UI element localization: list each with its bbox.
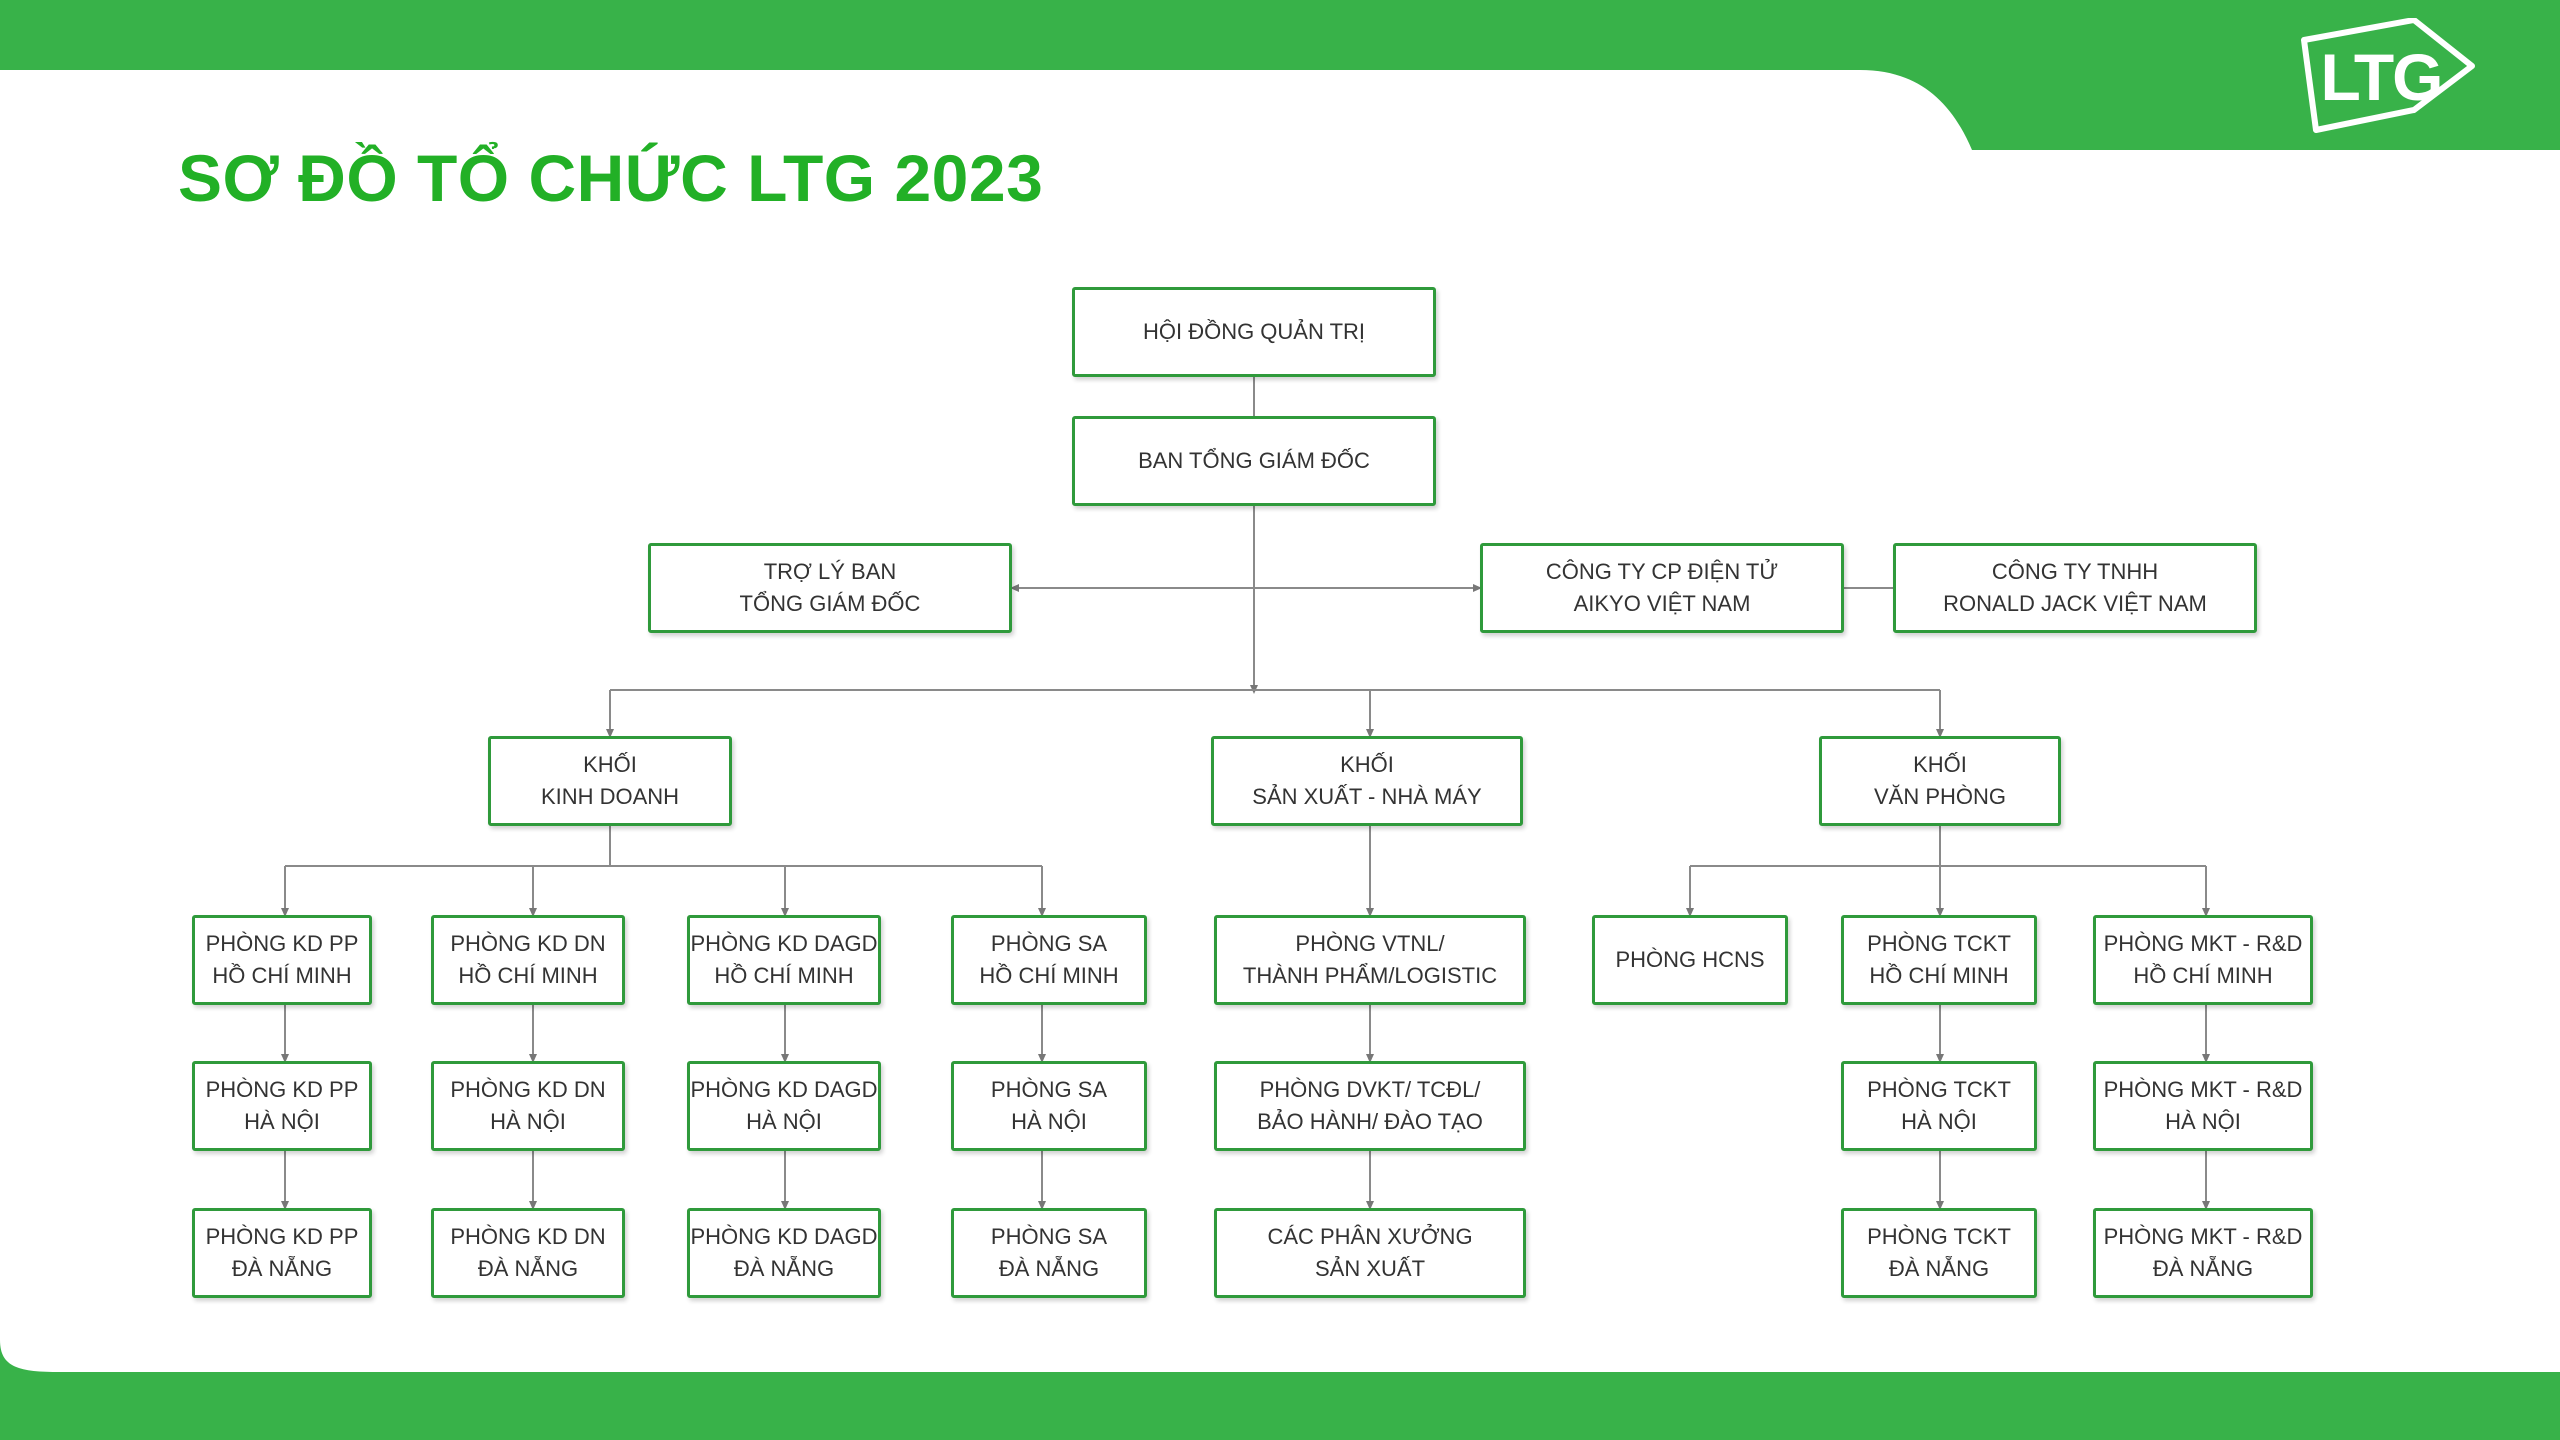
logo-text: LTG (2320, 40, 2443, 114)
box-line: HÀ NỘI (2165, 1109, 2241, 1134)
box-line: PHÒNG KD PP (205, 931, 359, 956)
box-hcns: PHÒNG HCNS (1592, 915, 1788, 1005)
box-line: KINH DOANH (540, 784, 680, 809)
box-aikyo: CÔNG TY CP ĐIỆN TỬ AIKYO VIỆT NAM (1480, 543, 1844, 633)
box-line: ĐÀ NẴNG (998, 1256, 1100, 1281)
box-line: KHỐI (583, 752, 637, 777)
box-line: ĐÀ NẴNG (733, 1256, 835, 1281)
box-block-sales: KHỐI KINH DOANH (488, 736, 732, 826)
box-line: TRỢ LÝ BAN (763, 559, 897, 584)
box-tckt-hn: PHÒNG TCKT HÀ NỘI (1841, 1061, 2037, 1151)
box-line: HỒ CHÍ MINH (979, 963, 1119, 988)
box-board: HỘI ĐỒNG QUẢN TRỊ (1072, 287, 1436, 377)
box-line: PHÒNG KD DN (450, 1077, 606, 1102)
box-line: HỒ CHÍ MINH (212, 963, 352, 988)
box-line: HỒ CHÍ MINH (1869, 963, 2009, 988)
box-line: PHÒNG HCNS (1615, 947, 1765, 972)
box-line: HÀ NỘI (244, 1109, 320, 1134)
box-line: PHÒNG KD DAGD (690, 1224, 878, 1249)
bottom-green-band (0, 1340, 2560, 1440)
box-line: PHÒNG SA (990, 1077, 1108, 1102)
box-line: THÀNH PHẨM/LOGISTIC (1242, 963, 1498, 988)
box-line: CÔNG TY TNHH (1991, 559, 2159, 584)
page-title: SƠ ĐỒ TỔ CHỨC LTG 2023 (178, 141, 1044, 215)
box-line: AIKYO VIỆT NAM (1573, 591, 1751, 616)
box-line: VĂN PHÒNG (1873, 784, 2007, 809)
box-line: PHÒNG TCKT (1867, 931, 2011, 956)
box-line: BAN TỔNG GIÁM ĐỐC (1138, 448, 1370, 473)
box-line: HÀ NỘI (1901, 1109, 1977, 1134)
box-kdpp-dn: PHÒNG KD PP ĐÀ NẴNG (192, 1208, 372, 1298)
box-sa-dn: PHÒNG SA ĐÀ NẴNG (951, 1208, 1147, 1298)
box-dvkt: PHÒNG DVKT/ TCĐL/BẢO HÀNH/ ĐÀO TẠO (1214, 1061, 1526, 1151)
box-ronald-jack: CÔNG TY TNHH RONALD JACK VIỆT NAM (1893, 543, 2257, 633)
box-block-office: KHỐI VĂN PHÒNG (1819, 736, 2061, 826)
box-mkt-hcm: PHÒNG MKT - R&D HỒ CHÍ MINH (2093, 915, 2313, 1005)
box-line: PHÒNG MKT - R&D (2103, 1224, 2303, 1249)
box-line: PHÒNG KD DAGD (690, 931, 878, 956)
top-green-band (0, 0, 2560, 150)
box-line: BẢO HÀNH/ ĐÀO TẠO (1257, 1109, 1483, 1134)
box-line: ĐÀ NẴNG (477, 1256, 579, 1281)
box-block-production: KHỐI SẢN XUẤT - NHÀ MÁY (1211, 736, 1523, 826)
box-ceo: BAN TỔNG GIÁM ĐỐC (1072, 416, 1436, 506)
box-line: SẢN XUẤT - NHÀ MÁY (1252, 784, 1482, 809)
box-sa-hcm: PHÒNG SA HỒ CHÍ MINH (951, 915, 1147, 1005)
box-line: PHÒNG MKT - R&D (2103, 931, 2303, 956)
box-line: PHÒNG MKT - R&D (2103, 1077, 2303, 1102)
box-kddn-hn: PHÒNG KD DN HÀ NỘI (431, 1061, 625, 1151)
box-line: PHÒNG KD DAGD (690, 1077, 878, 1102)
box-line: CÁC PHÂN XƯỞNG (1267, 1224, 1473, 1249)
box-line: PHÒNG KD PP (205, 1077, 359, 1102)
box-line: CÔNG TY CP ĐIỆN TỬ (1545, 559, 1779, 584)
box-kddn-hcm: PHÒNG KD DN HỒ CHÍ MINH (431, 915, 625, 1005)
box-line: SẢN XUẤT (1314, 1256, 1426, 1281)
box-line: HỘI ĐỒNG QUẢN TRỊ (1142, 319, 1366, 344)
ltg-logo: LTG (2296, 18, 2476, 136)
box-line: ĐÀ NẴNG (2152, 1256, 2254, 1281)
box-line: PHÒNG TCKT (1867, 1224, 2011, 1249)
box-line: RONALD JACK VIỆT NAM (1943, 591, 2207, 616)
box-sa-hn: PHÒNG SA HÀ NỘI (951, 1061, 1147, 1151)
box-line: TỔNG GIÁM ĐỐC (739, 591, 921, 616)
box-line: HỒ CHÍ MINH (458, 963, 598, 988)
box-line: KHỐI (1340, 752, 1394, 777)
box-line: HỒ CHÍ MINH (714, 963, 854, 988)
box-line: HỒ CHÍ MINH (2133, 963, 2273, 988)
box-workshops: CÁC PHÂN XƯỞNG SẢN XUẤT (1214, 1208, 1526, 1298)
box-kddn-dn: PHÒNG KD DN ĐÀ NẴNG (431, 1208, 625, 1298)
box-vtnl: PHÒNG VTNL/THÀNH PHẨM/LOGISTIC (1214, 915, 1526, 1005)
box-line: PHÒNG SA (990, 1224, 1108, 1249)
box-line: HÀ NỘI (746, 1109, 822, 1134)
box-line: HÀ NỘI (490, 1109, 566, 1134)
box-kddagd-hcm: PHÒNG KD DAGD HỒ CHÍ MINH (687, 915, 881, 1005)
box-mkt-dn: PHÒNG MKT - R&D ĐÀ NẴNG (2093, 1208, 2313, 1298)
box-mkt-hn: PHÒNG MKT - R&D HÀ NỘI (2093, 1061, 2313, 1151)
box-assistant: TRỢ LÝ BAN TỔNG GIÁM ĐỐC (648, 543, 1012, 633)
box-line: PHÒNG SA (990, 931, 1108, 956)
box-line: PHÒNG TCKT (1867, 1077, 2011, 1102)
box-line: PHÒNG DVKT/ TCĐL/ (1259, 1077, 1481, 1102)
box-kdpp-hn: PHÒNG KD PP HÀ NỘI (192, 1061, 372, 1151)
box-line: PHÒNG KD DN (450, 931, 606, 956)
box-line: ĐÀ NẴNG (1888, 1256, 1990, 1281)
box-tckt-hcm: PHÒNG TCKT HỒ CHÍ MINH (1841, 915, 2037, 1005)
box-tckt-dn: PHÒNG TCKT ĐÀ NẴNG (1841, 1208, 2037, 1298)
box-line: HÀ NỘI (1011, 1109, 1087, 1134)
box-kdpp-hcm: PHÒNG KD PP HỒ CHÍ MINH (192, 915, 372, 1005)
box-line: PHÒNG KD DN (450, 1224, 606, 1249)
box-line: PHÒNG VTNL/ (1295, 931, 1445, 956)
box-line: ĐÀ NẴNG (231, 1256, 333, 1281)
box-line: KHỐI (1913, 752, 1967, 777)
box-kddagd-dn: PHÒNG KD DAGD ĐÀ NẴNG (687, 1208, 881, 1298)
box-kddagd-hn: PHÒNG KD DAGD HÀ NỘI (687, 1061, 881, 1151)
box-line: PHÒNG KD PP (205, 1224, 359, 1249)
